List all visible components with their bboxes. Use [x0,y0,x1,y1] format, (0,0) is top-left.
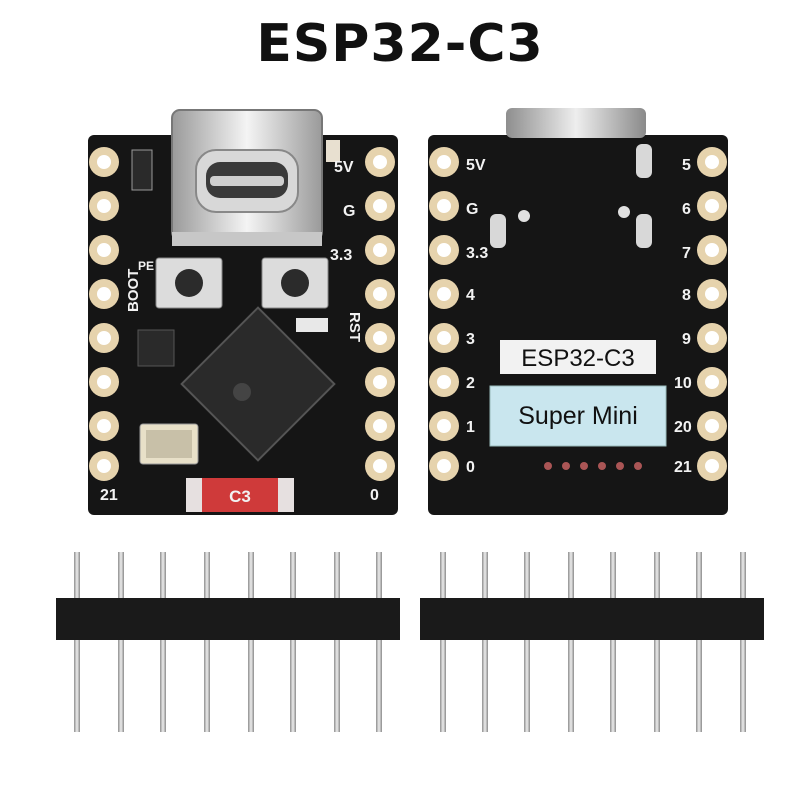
front-led [296,318,328,332]
sticker-text: Super Mini [518,402,638,430]
svg-text:G: G [466,201,478,218]
back-pad [636,214,652,248]
back-via-row [544,462,642,470]
boot-button [155,257,223,309]
back-via [518,210,530,222]
product-sticker: Super Mini [489,385,667,447]
pin-header-left [56,552,400,732]
model-label: ESP32-C3 [500,340,656,374]
back-right-labels: 5 6 7 8 9 10 20 21 [674,157,692,476]
reset-button [261,257,329,309]
svg-text:8: 8 [682,287,691,304]
front-right-pads [365,147,395,481]
usb-c-connector [171,109,323,246]
svg-text:5: 5 [682,157,691,174]
front-label-3v3: 3.3 [330,247,352,264]
crystal-oscillator [139,423,199,465]
pin-header-right [420,552,764,732]
page-title: ESP32-C3 [256,14,544,74]
back-pad [490,214,506,248]
front-label-boot: BOOT [125,269,142,312]
antenna-chip: C3 [186,478,294,512]
front-label-5v: 5V [334,159,354,176]
svg-text:0: 0 [466,459,475,476]
front-label-21: 21 [100,487,118,504]
front-label-pe: PE [138,259,154,273]
back-pad [636,144,652,178]
svg-text:3.3: 3.3 [466,245,488,262]
svg-text:9: 9 [682,331,691,348]
back-via [618,206,630,218]
front-left-pads [89,147,119,481]
svg-text:10: 10 [674,375,692,392]
front-label-g: G [343,203,355,220]
chip-marking: C3 [229,487,251,506]
esp32-c3-chip [180,306,336,462]
front-board: C3 5V G 3.3 PE BOOT RST 21 0 [88,109,398,515]
svg-text:4: 4 [466,287,475,304]
svg-text:3: 3 [466,331,475,348]
svg-text:7: 7 [682,245,691,262]
back-left-labels: 5V G 3.3 4 3 2 1 0 [466,157,488,476]
svg-text:1: 1 [466,419,475,436]
svg-text:20: 20 [674,419,692,436]
model-label-text: ESP32-C3 [521,345,634,372]
svg-text:2: 2 [466,375,475,392]
svg-text:5V: 5V [466,157,486,174]
back-usb-edge [506,108,646,138]
svg-text:6: 6 [682,201,691,218]
back-board: 5V G 3.3 4 3 2 1 0 5 6 7 8 9 10 20 21 ES… [428,108,728,515]
back-left-pads [429,147,459,481]
front-regulator [137,329,175,367]
front-label-0: 0 [370,487,379,504]
back-pcb [428,135,728,515]
front-smd-part [131,149,153,191]
back-right-pads [697,147,727,481]
front-smd-part [326,140,340,162]
svg-text:21: 21 [674,459,692,476]
front-label-rst: RST [346,312,363,342]
